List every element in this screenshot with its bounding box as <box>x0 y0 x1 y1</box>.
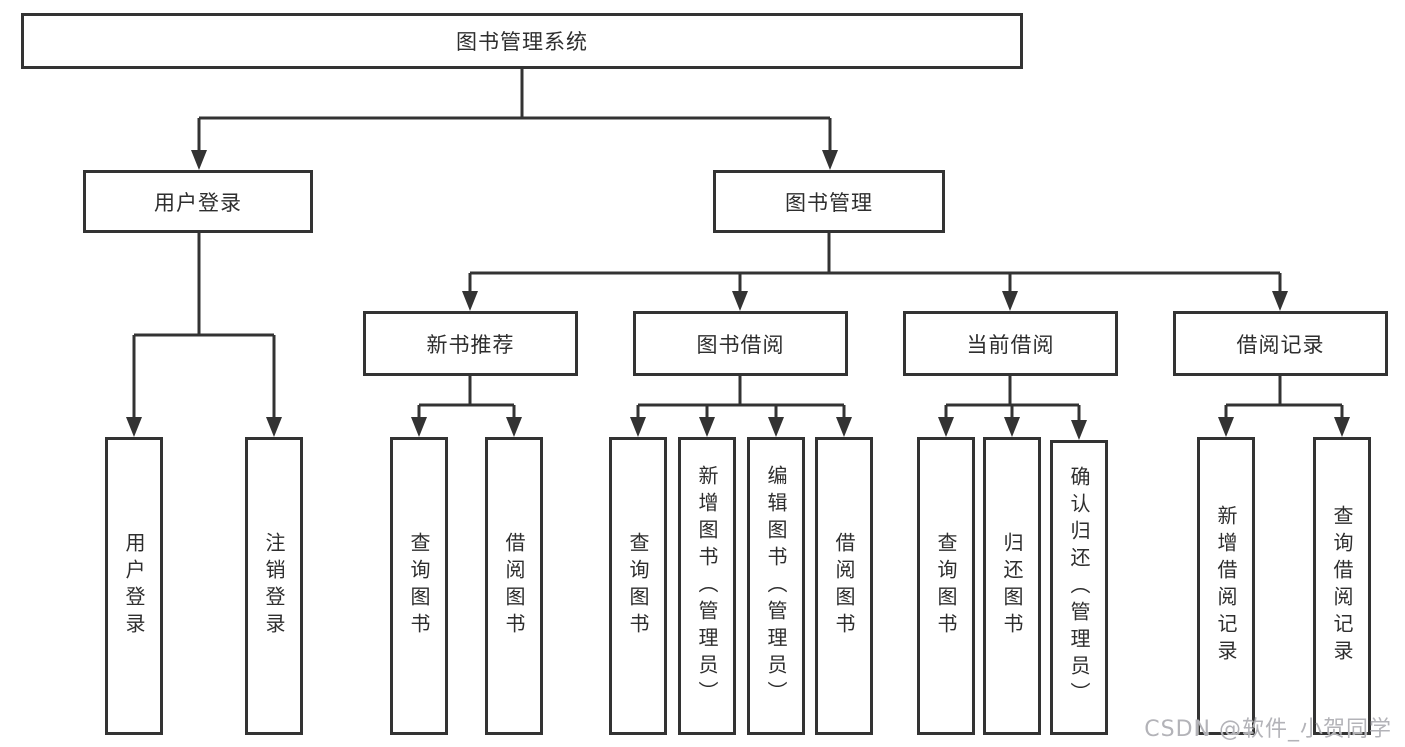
arrow-down-icon <box>630 417 646 437</box>
node-root-system: 图书管理系统 <box>21 13 1023 69</box>
arrow-down-icon <box>1218 417 1234 437</box>
connector-root-to-level2 <box>197 69 832 156</box>
leaf-bb-borrow-book: 借阅图书 <box>815 437 873 735</box>
arrow-down-icon <box>836 417 852 437</box>
node-current-borrowing: 当前借阅 <box>903 311 1118 376</box>
connector-user-login-subtree <box>132 232 276 423</box>
arrow-down-icon <box>768 417 784 437</box>
arrow-down-icon <box>732 291 748 311</box>
node-new-book-recommendation: 新书推荐 <box>363 311 578 376</box>
arrow-down-icon <box>699 417 715 437</box>
leaf-cb-return-book: 归还图书 <box>983 437 1041 735</box>
leaf-bb-edit-book-admin: 编辑图书（管理员） <box>747 437 805 735</box>
leaf-bb-query-book: 查询图书 <box>609 437 667 735</box>
arrow-down-icon <box>1272 291 1288 311</box>
leaf-br-query-record: 查询借阅记录 <box>1313 437 1371 735</box>
leaf-br-add-record: 新增借阅记录 <box>1197 437 1255 735</box>
leaf-cb-confirm-return-admin: 确认归还（管理员） <box>1050 440 1108 735</box>
arrow-down-icon <box>1004 417 1020 437</box>
leaf-user-login: 用户登录 <box>105 437 163 735</box>
arrow-down-icon <box>506 417 522 437</box>
arrow-down-icon <box>191 150 207 170</box>
node-borrow-records: 借阅记录 <box>1173 311 1388 376</box>
node-user-login: 用户登录 <box>83 170 313 233</box>
node-book-borrowing: 图书借阅 <box>633 311 848 376</box>
arrow-down-icon <box>266 417 282 437</box>
leaf-cb-query-book: 查询图书 <box>917 437 975 735</box>
csdn-watermark: CSDN @软件_小贺同学 <box>1144 717 1392 742</box>
connector-book-mgmt-to-level3 <box>468 232 1282 297</box>
arrow-down-icon <box>462 291 478 311</box>
arrow-down-icon <box>1002 291 1018 311</box>
arrow-down-icon <box>411 417 427 437</box>
connector-book-borrow-subtree <box>636 376 846 423</box>
leaf-logout: 注销登录 <box>245 437 303 735</box>
arrow-down-icon <box>822 150 838 170</box>
connector-current-borrow-subtree <box>944 376 1081 426</box>
arrow-down-icon <box>126 417 142 437</box>
connector-new-book-subtree <box>417 376 516 423</box>
leaf-rec-query-book: 查询图书 <box>390 437 448 735</box>
node-book-management: 图书管理 <box>713 170 945 233</box>
arrow-down-icon <box>1071 420 1087 440</box>
arrow-down-icon <box>938 417 954 437</box>
leaf-rec-borrow-book: 借阅图书 <box>485 437 543 735</box>
connector-borrow-record-subtree <box>1224 376 1344 423</box>
leaf-bb-add-book-admin: 新增图书（管理员） <box>678 437 736 735</box>
arrow-down-icon <box>1334 417 1350 437</box>
